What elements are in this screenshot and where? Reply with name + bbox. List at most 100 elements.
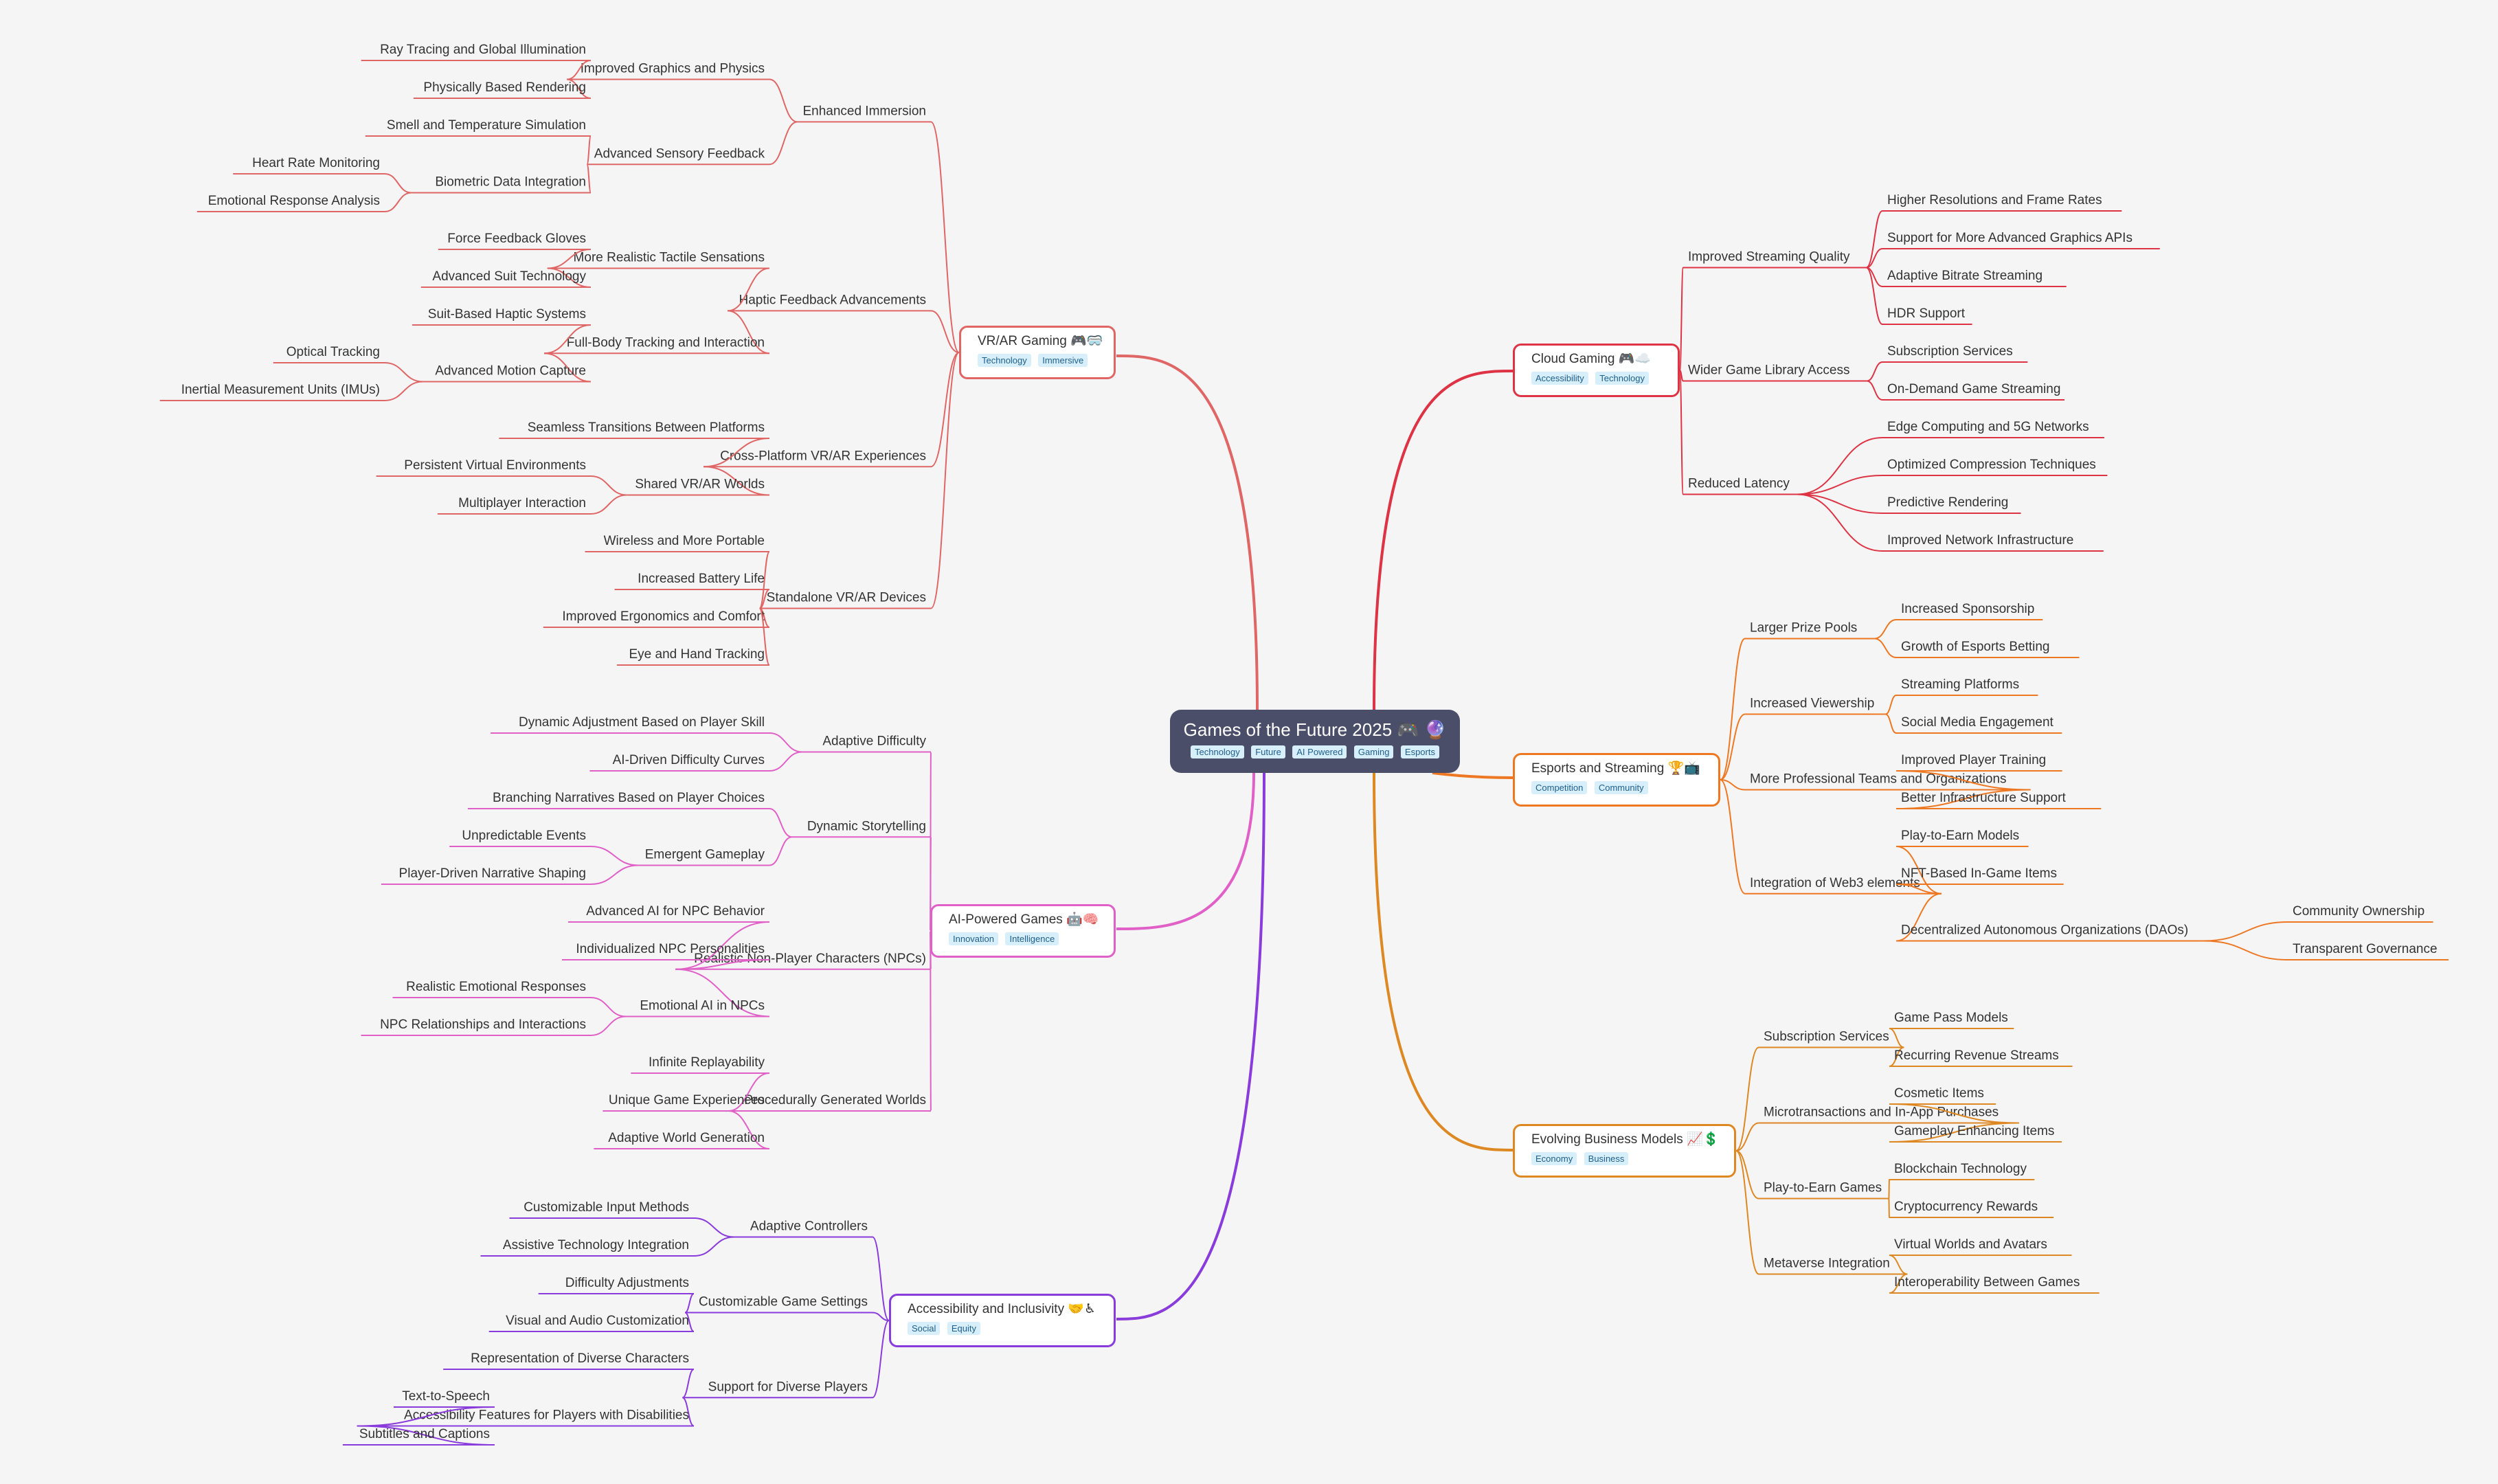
node-force-feedback-gloves[interactable]: Force Feedback Gloves [447, 232, 586, 246]
branch-vrar-gaming[interactable]: VR/AR Gaming 🎮🥽 Technology Immersive [959, 326, 1116, 379]
node-adaptive-difficulty[interactable]: Adaptive Difficulty [822, 734, 926, 749]
node-improved-graphics-and-physics[interactable]: Improved Graphics and Physics [581, 62, 765, 76]
node-shared-vr-ar-worlds[interactable]: Shared VR/AR Worlds [635, 477, 765, 492]
node-assistive-technology-integration[interactable]: Assistive Technology Integration [503, 1238, 689, 1252]
node-difficulty-adjustments[interactable]: Difficulty Adjustments [565, 1276, 689, 1290]
node-blockchain-technology[interactable]: Blockchain Technology [1894, 1162, 2027, 1176]
node-larger-prize-pools[interactable]: Larger Prize Pools [1750, 621, 1857, 636]
node-unique-game-experiences[interactable]: Unique Game Experiences [609, 1093, 765, 1108]
node-realistic-non-player-characters-npcs[interactable]: Realistic Non-Player Characters (NPCs) [694, 952, 926, 966]
node-edge-computing-and-5g-networks[interactable]: Edge Computing and 5G Networks [1887, 420, 2089, 434]
node-accessibility-features-for-players-with-disabilities[interactable]: Accessibility Features for Players with … [404, 1408, 689, 1423]
node-on-demand-game-streaming[interactable]: On-Demand Game Streaming [1887, 382, 2060, 396]
node-persistent-virtual-environments[interactable]: Persistent Virtual Environments [404, 458, 586, 473]
node-hdr-support[interactable]: HDR Support [1887, 306, 1966, 321]
node-full-body-tracking-and-interaction[interactable]: Full-Body Tracking and Interaction [567, 335, 765, 350]
node-gameplay-enhancing-items[interactable]: Gameplay Enhancing Items [1894, 1124, 2054, 1138]
node-decentralized-autonomous-organizations-daos[interactable]: Decentralized Autonomous Organizations (… [1901, 923, 2188, 938]
node-improved-player-training[interactable]: Improved Player Training [1901, 753, 2046, 767]
node-virtual-worlds-and-avatars[interactable]: Virtual Worlds and Avatars [1894, 1237, 2047, 1252]
node-higher-resolutions-and-frame-rates[interactable]: Higher Resolutions and Frame Rates [1887, 193, 2102, 207]
node-more-realistic-tactile-sensations[interactable]: More Realistic Tactile Sensations [574, 251, 765, 265]
node-dynamic-adjustment-based-on-player-skill[interactable]: Dynamic Adjustment Based on Player Skill [519, 715, 765, 730]
node-ai-driven-difficulty-curves[interactable]: AI-Driven Difficulty Curves [613, 753, 765, 767]
node-microtransactions-and-in-app-purchases[interactable]: Microtransactions and In-App Purchases [1764, 1105, 1999, 1120]
node-metaverse-integration[interactable]: Metaverse Integration [1764, 1257, 1890, 1271]
node-customizable-input-methods[interactable]: Customizable Input Methods [524, 1200, 689, 1215]
node-cosmetic-items[interactable]: Cosmetic Items [1894, 1086, 1984, 1101]
node-npc-relationships-and-interactions[interactable]: NPC Relationships and Interactions [380, 1018, 586, 1032]
node-player-driven-narrative-shaping[interactable]: Player-Driven Narrative Shaping [399, 866, 586, 881]
node-support-for-more-advanced-graphics-apis[interactable]: Support for More Advanced Graphics APIs [1887, 231, 2133, 245]
node-standalone-vr-ar-devices[interactable]: Standalone VR/AR Devices [767, 591, 926, 605]
branch-esports-streaming[interactable]: Esports and Streaming 🏆📺 Competition Com… [1513, 753, 1720, 807]
node-emotional-response-analysis[interactable]: Emotional Response Analysis [208, 194, 380, 208]
node-advanced-ai-for-npc-behavior[interactable]: Advanced AI for NPC Behavior [586, 904, 765, 919]
node-play-to-earn-games[interactable]: Play-to-Earn Games [1764, 1181, 1882, 1195]
node-improved-ergonomics-and-comfort[interactable]: Improved Ergonomics and Comfort [562, 609, 765, 624]
node-wider-game-library-access[interactable]: Wider Game Library Access [1688, 363, 1849, 378]
node-ray-tracing-and-global-illumination[interactable]: Ray Tracing and Global Illumination [380, 43, 586, 57]
node-visual-and-audio-customization[interactable]: Visual and Audio Customization [506, 1314, 689, 1328]
node-multiplayer-interaction[interactable]: Multiplayer Interaction [458, 496, 586, 510]
node-biometric-data-integration[interactable]: Biometric Data Integration [435, 175, 586, 190]
node-physically-based-rendering[interactable]: Physically Based Rendering [423, 80, 586, 95]
node-customizable-game-settings[interactable]: Customizable Game Settings [699, 1295, 868, 1309]
root-node[interactable]: Games of the Future 2025 🎮 🔮 Technology … [1170, 710, 1460, 773]
node-text-to-speech[interactable]: Text-to-Speech [402, 1389, 490, 1404]
node-optical-tracking[interactable]: Optical Tracking [286, 345, 380, 359]
node-increased-viewership[interactable]: Increased Viewership [1750, 697, 1874, 711]
node-cross-platform-vr-ar-experiences[interactable]: Cross-Platform VR/AR Experiences [720, 449, 926, 463]
node-infinite-replayability[interactable]: Infinite Replayability [649, 1055, 765, 1070]
node-increased-battery-life[interactable]: Increased Battery Life [638, 572, 765, 586]
node-game-pass-models[interactable]: Game Pass Models [1894, 1011, 2008, 1025]
node-haptic-feedback-advancements[interactable]: Haptic Feedback Advancements [739, 293, 927, 307]
node-branching-narratives-based-on-player-choices[interactable]: Branching Narratives Based on Player Cho… [493, 791, 765, 805]
node-adaptive-world-generation[interactable]: Adaptive World Generation [608, 1131, 765, 1145]
node-better-infrastructure-support[interactable]: Better Infrastructure Support [1901, 791, 2066, 805]
branch-cloud-gaming[interactable]: Cloud Gaming 🎮☁️ Accessibility Technolog… [1513, 344, 1680, 397]
node-nft-based-in-game-items[interactable]: NFT-Based In-Game Items [1901, 866, 2057, 881]
node-cryptocurrency-rewards[interactable]: Cryptocurrency Rewards [1894, 1200, 2038, 1214]
node-eye-and-hand-tracking[interactable]: Eye and Hand Tracking [629, 647, 765, 662]
node-inertial-measurement-units-imus[interactable]: Inertial Measurement Units (IMUs) [181, 383, 380, 397]
node-streaming-platforms[interactable]: Streaming Platforms [1901, 677, 2019, 692]
node-subtitles-and-captions[interactable]: Subtitles and Captions [359, 1427, 490, 1441]
node-suit-based-haptic-systems[interactable]: Suit-Based Haptic Systems [428, 307, 586, 322]
node-seamless-transitions-between-platforms[interactable]: Seamless Transitions Between Platforms [528, 420, 765, 435]
node-play-to-earn-models[interactable]: Play-to-Earn Models [1901, 829, 2019, 843]
node-emergent-gameplay[interactable]: Emergent Gameplay [645, 848, 765, 862]
node-support-for-diverse-players[interactable]: Support for Diverse Players [708, 1380, 868, 1394]
node-adaptive-bitrate-streaming[interactable]: Adaptive Bitrate Streaming [1887, 269, 2043, 283]
node-advanced-sensory-feedback[interactable]: Advanced Sensory Feedback [594, 146, 765, 161]
node-community-ownership[interactable]: Community Ownership [2293, 904, 2424, 919]
node-wireless-and-more-portable[interactable]: Wireless and More Portable [604, 534, 765, 548]
node-smell-and-temperature-simulation[interactable]: Smell and Temperature Simulation [387, 118, 586, 133]
node-representation-of-diverse-characters[interactable]: Representation of Diverse Characters [471, 1351, 689, 1366]
branch-accessibility-inclusivity[interactable]: Accessibility and Inclusivity 🤝♿ Social … [889, 1294, 1116, 1347]
node-enhanced-immersion[interactable]: Enhanced Immersion [802, 104, 926, 118]
node-reduced-latency[interactable]: Reduced Latency [1688, 477, 1790, 491]
branch-ai-powered-games[interactable]: AI-Powered Games 🤖🧠 Innovation Intellige… [930, 904, 1116, 958]
node-subscription-services[interactable]: Subscription Services [1764, 1030, 1889, 1044]
node-integration-of-web3-elements[interactable]: Integration of Web3 elements [1750, 876, 1920, 890]
node-optimized-compression-techniques[interactable]: Optimized Compression Techniques [1887, 458, 2096, 472]
node-predictive-rendering[interactable]: Predictive Rendering [1887, 495, 2008, 510]
node-improved-network-infrastructure[interactable]: Improved Network Infrastructure [1887, 533, 2073, 548]
node-more-professional-teams-and-organizations[interactable]: More Professional Teams and Organization… [1750, 772, 2007, 787]
node-realistic-emotional-responses[interactable]: Realistic Emotional Responses [406, 980, 586, 994]
node-recurring-revenue-streams[interactable]: Recurring Revenue Streams [1894, 1048, 2059, 1063]
node-subscription-services[interactable]: Subscription Services [1887, 344, 2013, 359]
node-emotional-ai-in-npcs[interactable]: Emotional AI in NPCs [640, 999, 765, 1013]
node-adaptive-controllers[interactable]: Adaptive Controllers [750, 1219, 868, 1234]
node-procedurally-generated-worlds[interactable]: Procedurally Generated Worlds [744, 1093, 926, 1108]
node-increased-sponsorship[interactable]: Increased Sponsorship [1901, 602, 2034, 616]
node-social-media-engagement[interactable]: Social Media Engagement [1901, 715, 2054, 730]
node-improved-streaming-quality[interactable]: Improved Streaming Quality [1688, 250, 1850, 265]
node-unpredictable-events[interactable]: Unpredictable Events [462, 829, 586, 843]
node-advanced-motion-capture[interactable]: Advanced Motion Capture [435, 364, 586, 379]
node-dynamic-storytelling[interactable]: Dynamic Storytelling [807, 819, 926, 833]
node-advanced-suit-technology[interactable]: Advanced Suit Technology [432, 269, 586, 284]
branch-evolving-business-models[interactable]: Evolving Business Models 📈💲 Economy Busi… [1513, 1124, 1736, 1178]
node-heart-rate-monitoring[interactable]: Heart Rate Monitoring [252, 156, 380, 170]
